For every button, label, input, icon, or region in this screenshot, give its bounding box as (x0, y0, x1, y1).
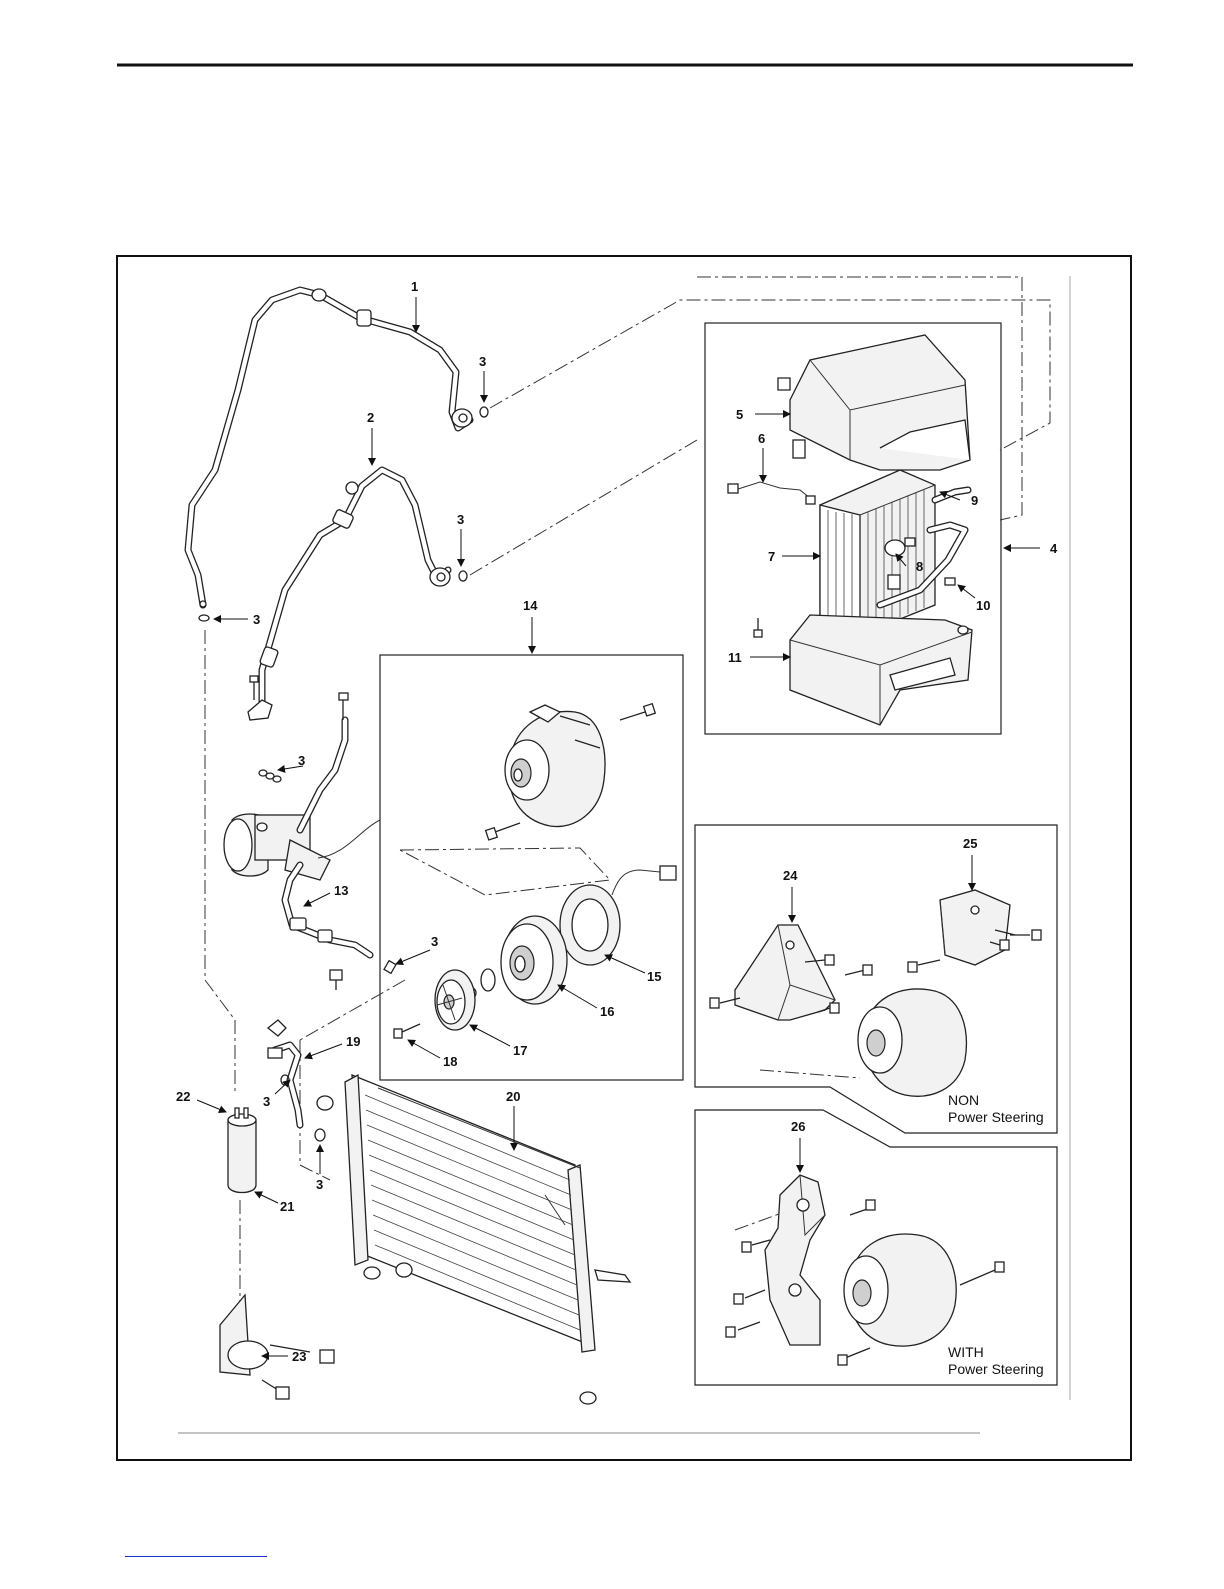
with-ps-note-line1: WITH (948, 1344, 984, 1360)
callout-3f: 3 (263, 1094, 270, 1109)
callout-18: 18 (443, 1054, 457, 1069)
callout-26: 26 (791, 1119, 805, 1134)
callout-14: 14 (523, 598, 538, 613)
o-ring-hose2-end (459, 571, 467, 581)
compressor-link-curve (318, 820, 380, 858)
callout-21: 21 (280, 1199, 294, 1214)
callout-3e: 3 (431, 934, 438, 949)
compressor-body (505, 705, 605, 827)
bracket-26 (765, 1175, 825, 1345)
clip-10 (945, 578, 955, 585)
bolt-hose2 (250, 676, 258, 700)
callout-9: 9 (971, 493, 978, 508)
with-ps-note-line2: Power Steering (948, 1361, 1044, 1377)
bolt-18 (394, 1024, 420, 1038)
receiver-drier-21 (228, 1108, 256, 1193)
bracket-24 (735, 925, 835, 1020)
callout-23: 23 (292, 1349, 306, 1364)
callout-8: 8 (916, 559, 923, 574)
evaporator-core-7 (820, 470, 935, 635)
condenser-20 (345, 1075, 595, 1352)
bracket-23 (220, 1295, 334, 1399)
callout-1: 1 (411, 279, 418, 294)
upper-case-5 (778, 335, 970, 470)
callout-11: 11 (728, 650, 742, 665)
callout-19: 19 (346, 1034, 360, 1049)
callout-10: 10 (976, 598, 990, 613)
pipe-19 (268, 1020, 300, 1125)
callout-16: 16 (600, 1004, 614, 1019)
callout-17: 17 (513, 1043, 527, 1058)
non-ps-note-line1: NON (948, 1092, 979, 1108)
bracket-25 (940, 890, 1010, 965)
callout-24: 24 (783, 868, 798, 883)
compressor-bolt-long-1 (620, 704, 655, 720)
lower-case-11 (790, 615, 972, 725)
callout-3d: 3 (298, 753, 305, 768)
hose-2 (248, 470, 450, 720)
non-ps-note-line2: Power Steering (948, 1109, 1044, 1125)
callout-3b: 3 (457, 512, 464, 527)
compressor-bolt-long-2 (486, 823, 520, 840)
callout-20: 20 (506, 1089, 520, 1104)
callout-4: 4 (1050, 541, 1058, 556)
o-rings-condenser (281, 1075, 325, 1141)
callout-3g: 3 (316, 1177, 323, 1192)
o-ring-hose13 (384, 961, 396, 974)
callout-6: 6 (758, 431, 765, 446)
footer-link-line (125, 1556, 267, 1557)
callout-13: 13 (334, 883, 348, 898)
callout-15: 15 (647, 969, 661, 984)
wire-6 (728, 482, 815, 504)
compressor-frame (380, 655, 683, 1080)
callout-22: 22 (176, 1089, 190, 1104)
callout-7: 7 (768, 549, 775, 564)
callout-2: 2 (367, 410, 374, 425)
armature-17 (435, 970, 475, 1030)
coil-15 (560, 866, 676, 965)
pulley-16 (501, 916, 567, 1004)
callout-3a: 3 (479, 354, 486, 369)
screw-evap (754, 618, 762, 637)
compressor-manifold (224, 814, 330, 880)
o-ring-hose1-end (480, 407, 488, 417)
callout-25: 25 (963, 836, 977, 851)
callout-5: 5 (736, 407, 743, 422)
variant-notes: NON Power Steering WITH Power Steering (948, 1092, 1044, 1377)
o-rings-manifold (259, 770, 281, 782)
compressor-with-ps (844, 1234, 956, 1346)
callout-3c: 3 (253, 612, 260, 627)
compressor-non-ps (858, 989, 966, 1096)
o-ring-hose1-low (199, 615, 209, 621)
